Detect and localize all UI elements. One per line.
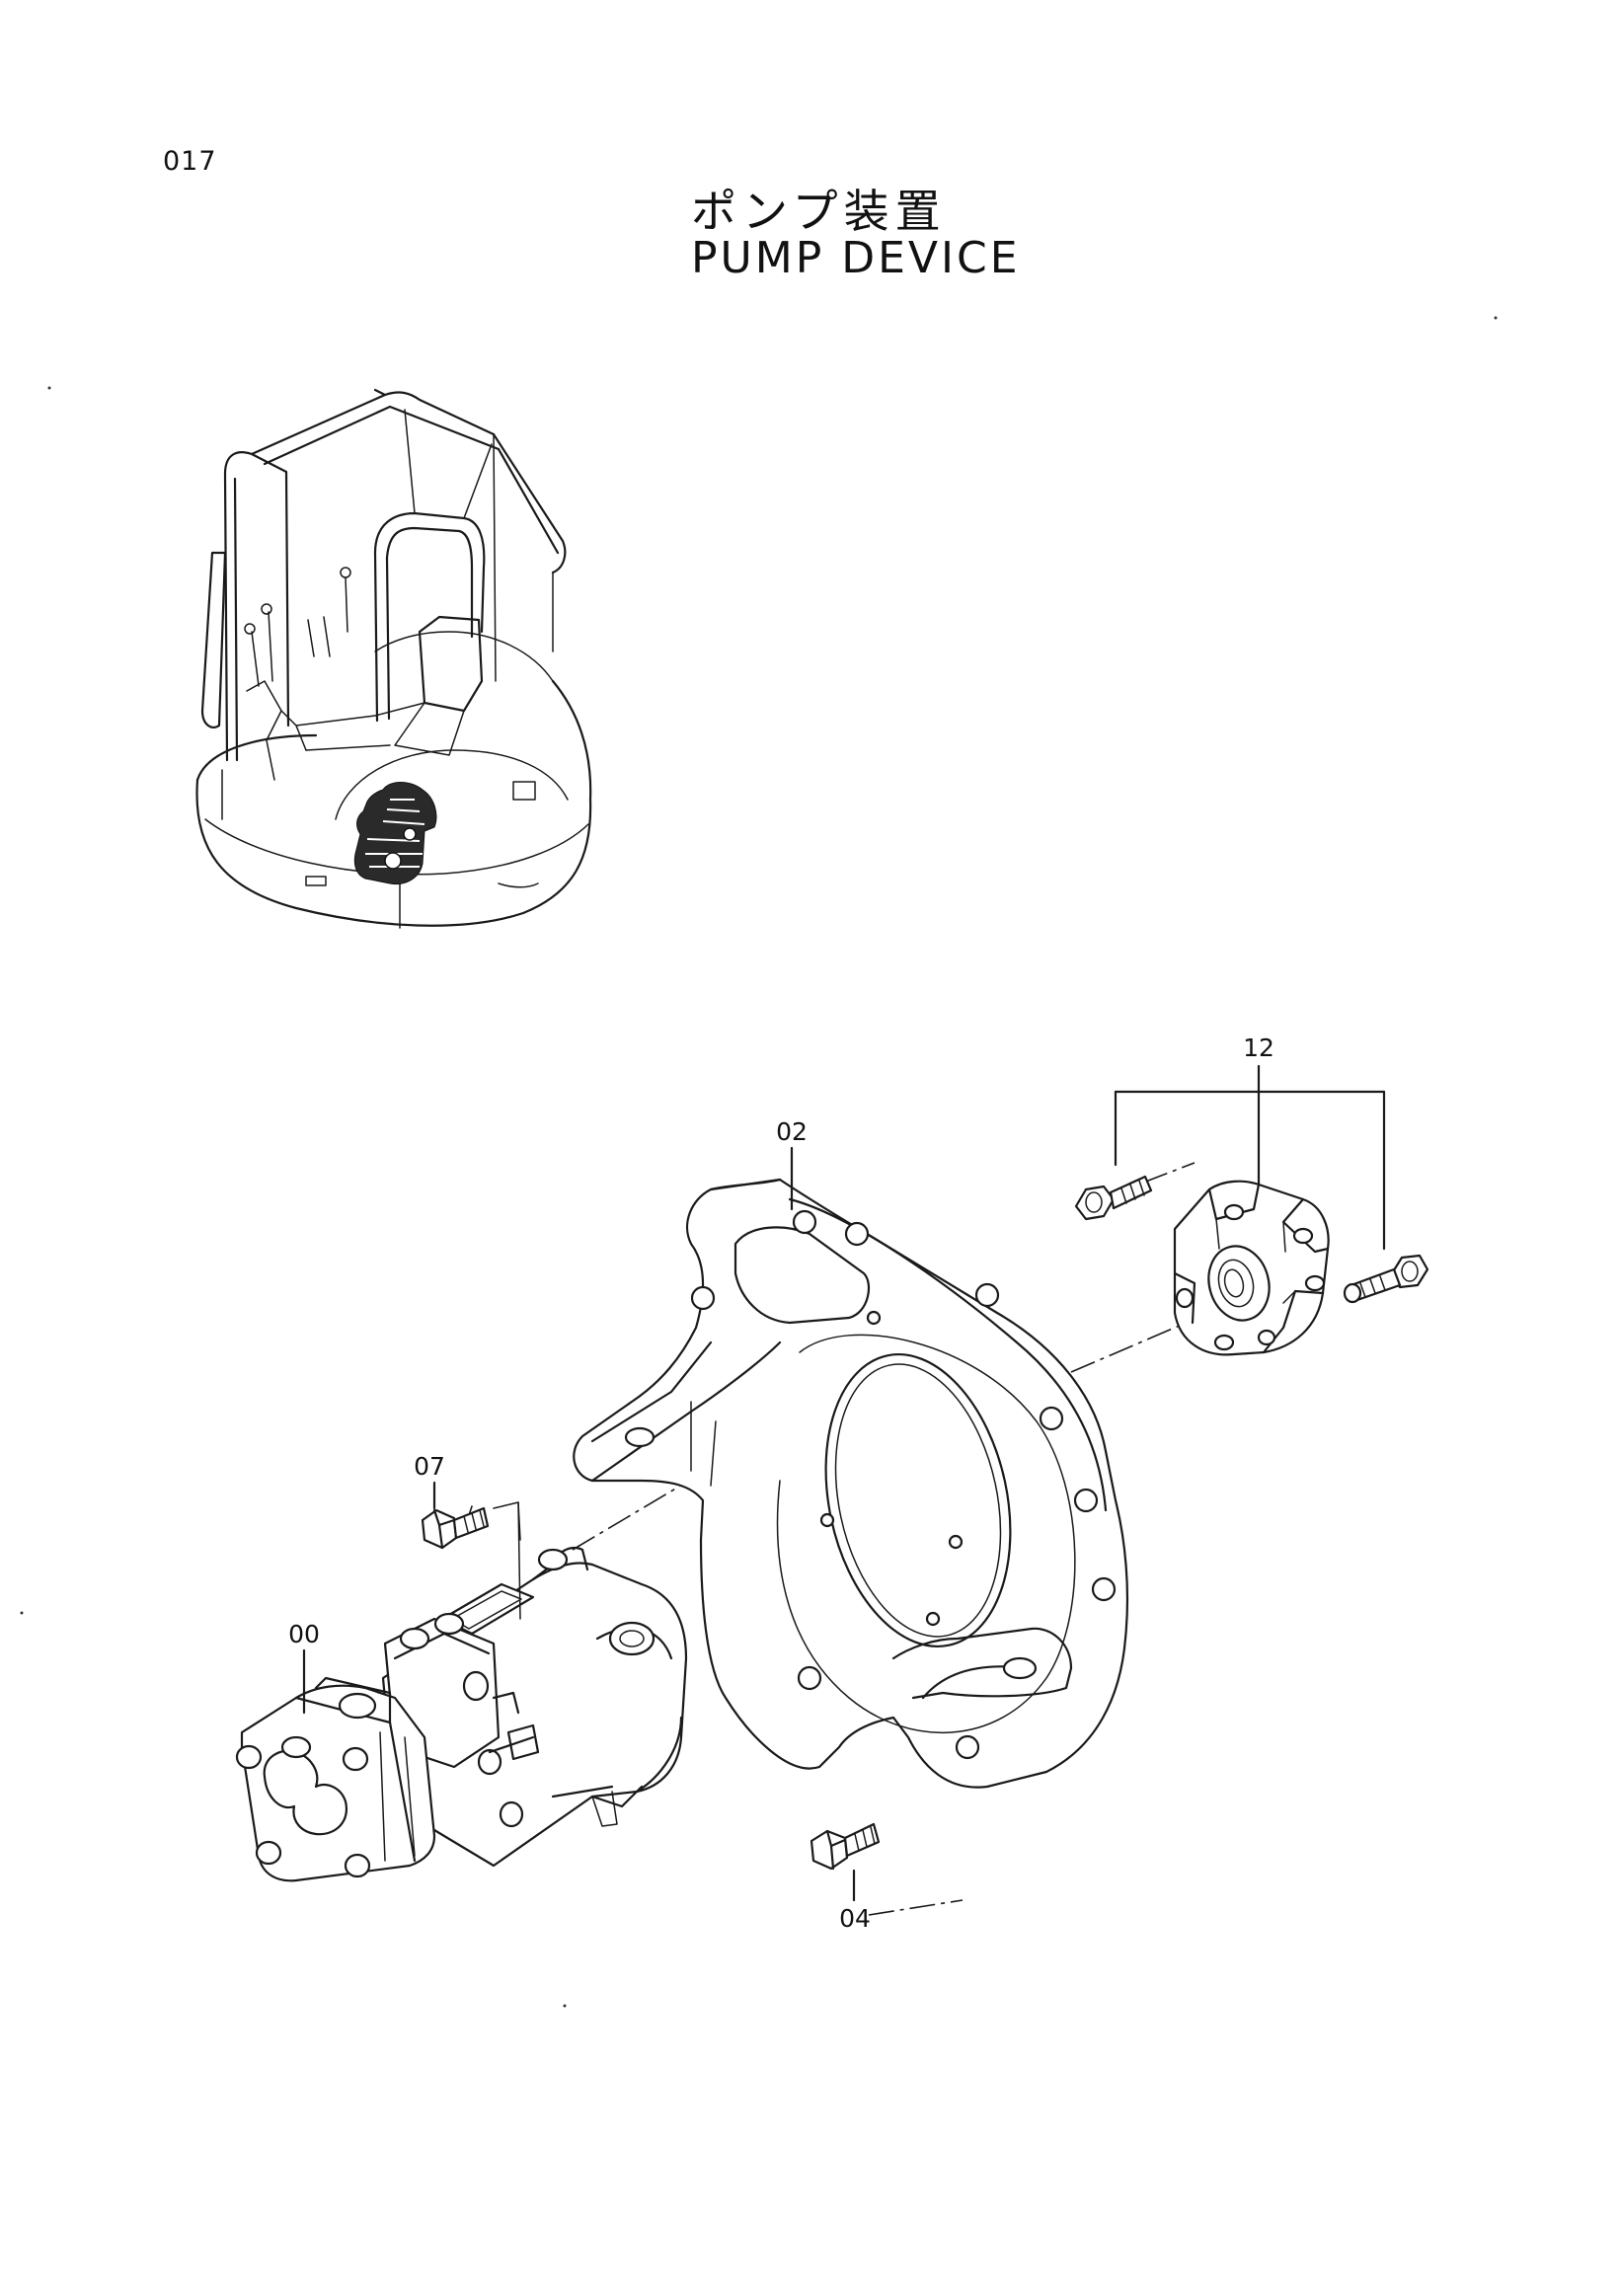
page-title-japanese: ポンプ装置	[691, 185, 947, 238]
callout-02: 02	[776, 1117, 808, 1146]
callout-labels: 12 02 07 00 04	[288, 1033, 1274, 1933]
part-04-bolt	[810, 1822, 881, 1871]
page-title-english: PUMP DEVICE	[691, 233, 1021, 283]
excavator-location-illustration	[195, 388, 592, 929]
part-07-bolt	[421, 1501, 521, 1620]
callout-04: 04	[839, 1904, 871, 1933]
page-number: 017	[163, 146, 217, 177]
part-02-pump-housing	[573, 1178, 1129, 1789]
callout-07: 07	[414, 1452, 445, 1481]
leader-lines	[302, 1146, 856, 1902]
scan-specks	[20, 316, 1498, 2008]
pump-location-highlight	[353, 782, 437, 885]
callout-00: 00	[288, 1620, 320, 1648]
part-00-hydraulic-pump	[235, 1547, 688, 1882]
callout-12: 12	[1243, 1033, 1274, 1062]
part-12-coupling	[1074, 1064, 1429, 1356]
